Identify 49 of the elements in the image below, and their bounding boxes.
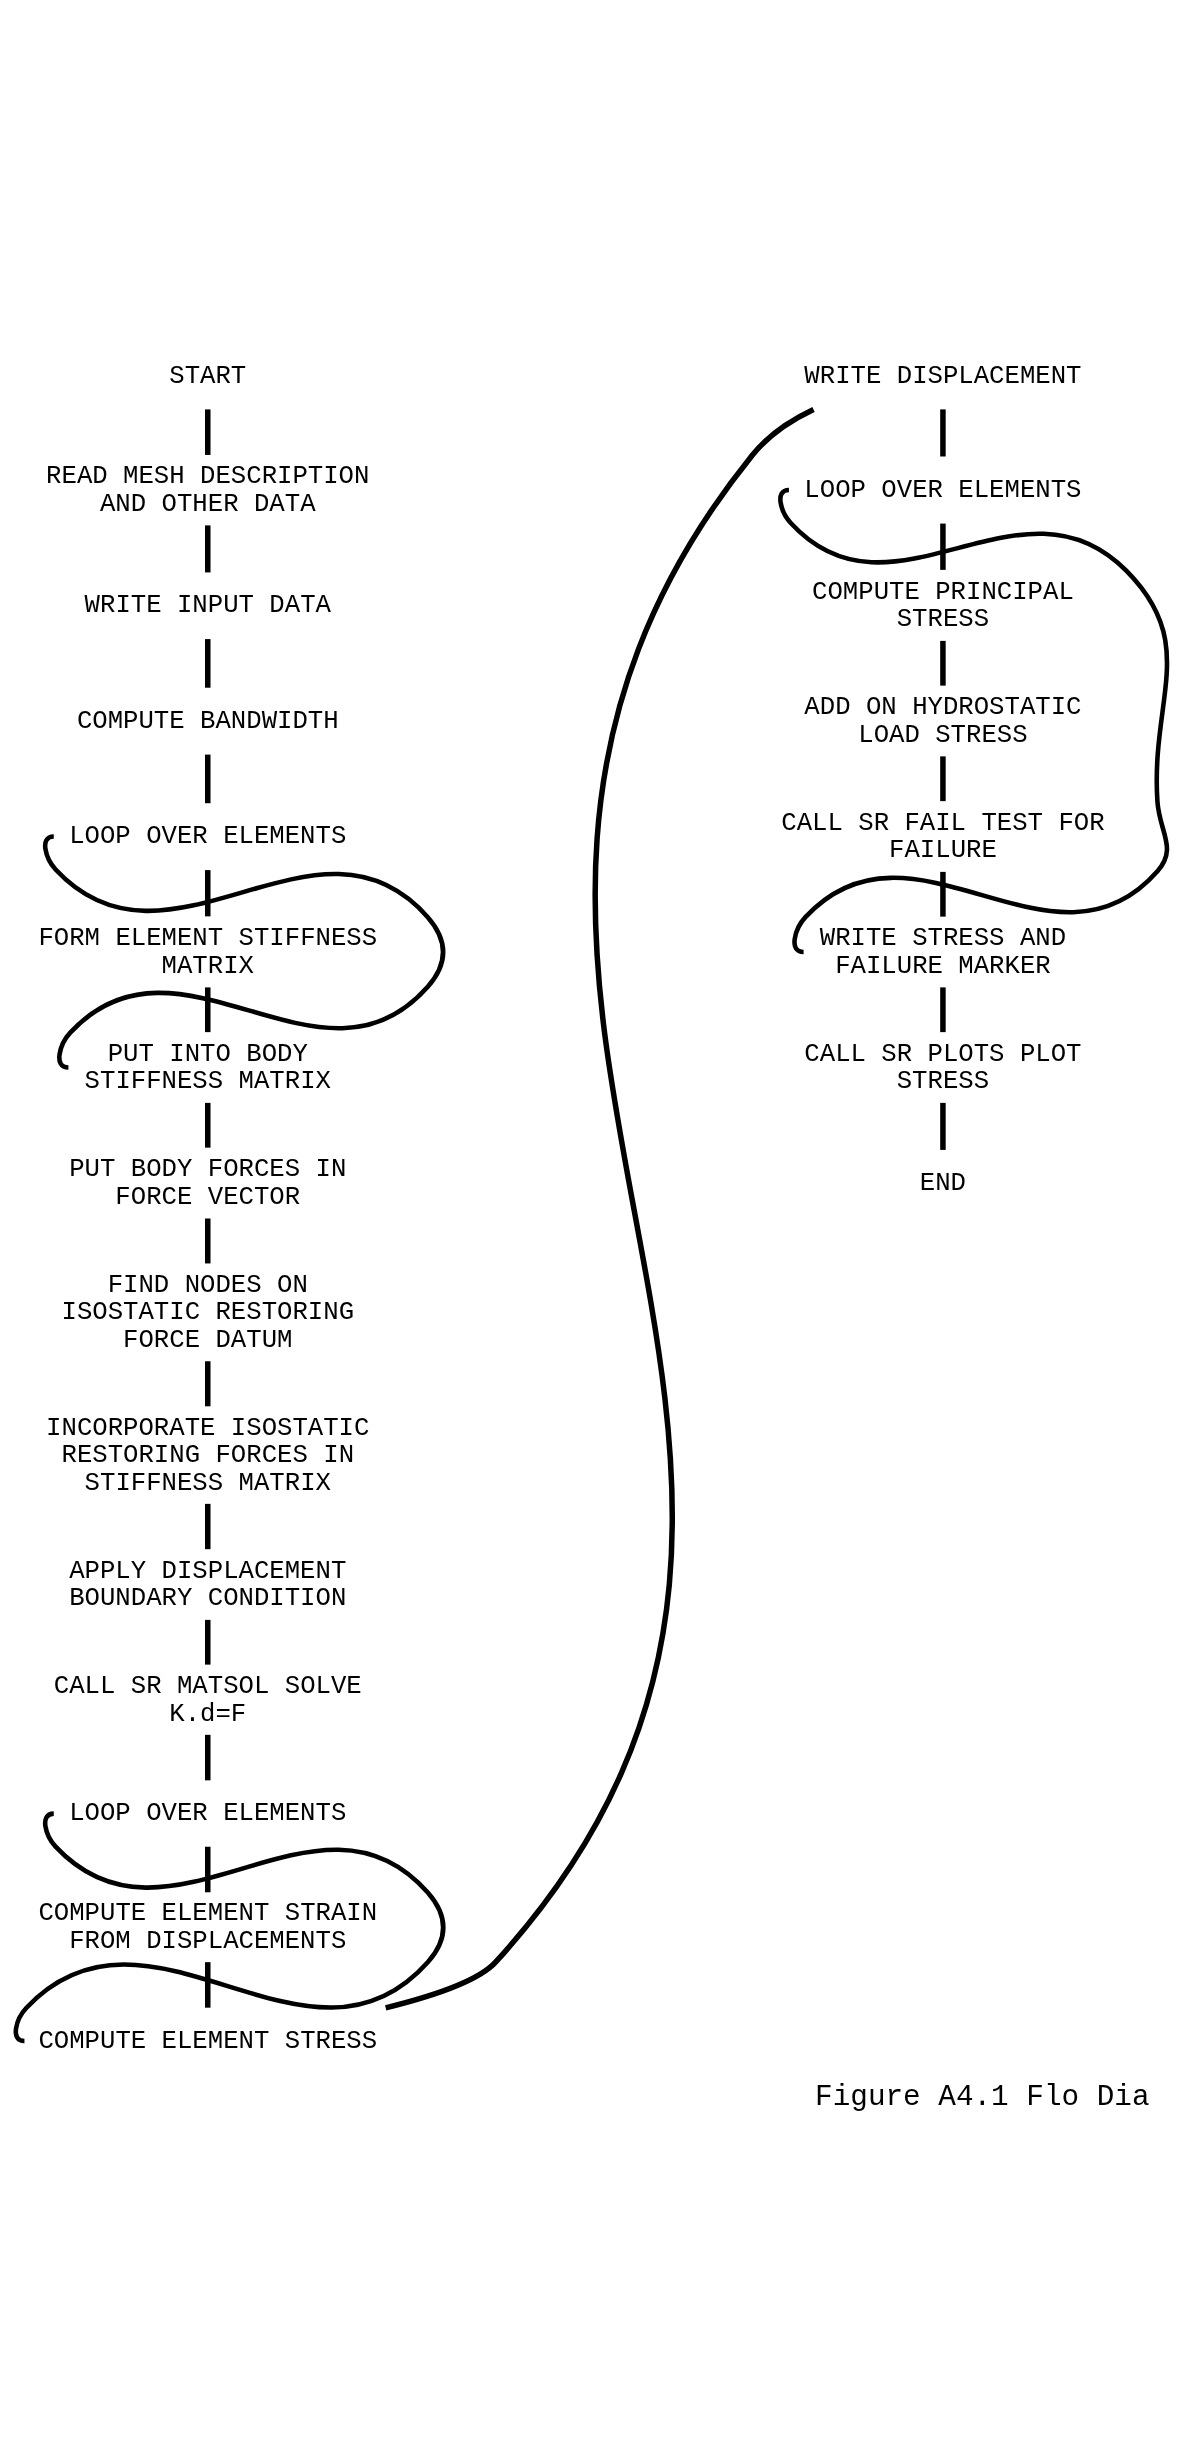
node-text: CALL SR FAIL TEST FOR FAILURE: [781, 808, 1105, 865]
connector: [940, 1102, 946, 1150]
connector: [205, 754, 211, 803]
node-text: COMPUTE ELEMENT STRAIN FROM DISPLACEMENTS: [38, 1898, 378, 1956]
connector: [205, 986, 211, 1032]
node-text: READ MESH DESCRIPTION AND OTHER DATA: [46, 461, 370, 519]
connector: [205, 524, 211, 572]
node-text: COMPUTE ELEMENT STRESS: [38, 2026, 378, 2056]
connector: [205, 1503, 211, 1549]
connector: [205, 408, 211, 455]
node-text: START: [169, 361, 247, 391]
connector: [205, 1961, 211, 2008]
connector: [778, 487, 1170, 954]
node-text: COMPUTE BANDWIDTH: [76, 706, 339, 736]
node-text: PUT INTO BODY STIFFNESS MATRIX: [84, 1039, 331, 1096]
node-text: LOOP OVER ELEMENTS: [804, 475, 1082, 505]
connector: [940, 755, 946, 801]
connector: [940, 871, 946, 917]
connector: [205, 869, 211, 916]
node-text: CALL SR MATSOL SOLVE K.d=F: [53, 1671, 362, 1729]
connector: [385, 406, 815, 2010]
node-text: CALL SR PLOTS PLOT STRESS: [804, 1039, 1082, 1096]
node-text: LOOP OVER ELEMENTS: [69, 821, 347, 851]
connector: [205, 1846, 211, 1892]
node-text: END: [919, 1168, 967, 1198]
node-text: COMPUTE PRINCIPAL STRESS: [812, 577, 1074, 634]
connector: [14, 1811, 446, 2043]
node-text: FIND NODES ON ISOSTATIC RESTORING FORCE DATUM: [61, 1270, 355, 1355]
node-text: APPLY DISPLACEMENT BOUNDARY CONDITION: [69, 1556, 347, 1613]
caption: Figure A4.1 Flo Dia: [815, 2080, 1150, 2114]
connector: [940, 408, 946, 456]
connector: [940, 986, 946, 1032]
connector: [205, 1619, 211, 1665]
connector: [205, 1734, 211, 1780]
node-text: FORM ELEMENT STIFFNESS MATRIX: [38, 923, 378, 981]
node-text: INCORPORATE ISOSTATIC RESTORING FORCES IN STIFFNESS MATRIX: [46, 1413, 370, 1498]
node-text: WRITE STRESS AND FAILURE MARKER: [819, 923, 1067, 981]
connector: [940, 523, 946, 570]
connector: [205, 1360, 211, 1406]
connector: [205, 638, 211, 688]
connector: [205, 1102, 211, 1148]
connector: [205, 1218, 211, 1263]
node-text: WRITE DISPLACEMENT: [804, 361, 1082, 391]
node-text: ADD ON HYDROSTATIC LOAD STRESS: [804, 692, 1082, 750]
node-text: WRITE INPUT DATA: [84, 590, 331, 620]
connector: [43, 834, 446, 1069]
node-text: LOOP OVER ELEMENTS: [69, 1798, 347, 1828]
node-text: PUT BODY FORCES IN FORCE VECTOR: [69, 1154, 347, 1212]
connector: [940, 640, 946, 686]
